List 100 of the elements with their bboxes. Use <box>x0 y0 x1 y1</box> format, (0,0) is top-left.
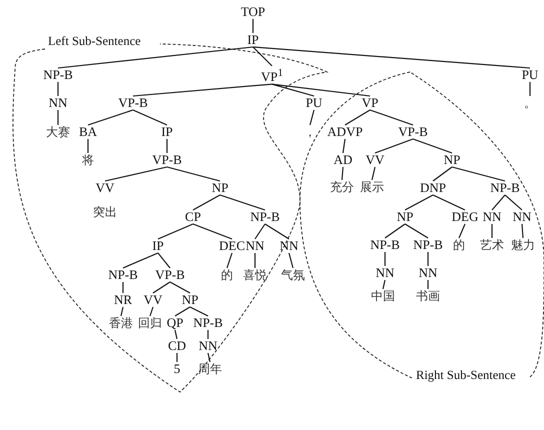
tree-branch <box>272 84 314 97</box>
tree-branch <box>132 84 272 97</box>
tree-branch <box>254 224 266 240</box>
word: 回归 <box>138 316 162 330</box>
tree-branch <box>149 306 154 316</box>
syntax-label: VP-B <box>398 125 428 139</box>
tree-branch <box>491 224 493 238</box>
tree-branch <box>492 194 506 210</box>
syntax-label: VP-B <box>155 268 185 282</box>
tree-branch <box>427 252 429 266</box>
region-label: Right Sub-Sentence <box>416 368 516 383</box>
tree-branch <box>226 252 233 268</box>
tree-branch <box>207 352 211 362</box>
tree-branch <box>342 138 346 154</box>
syntax-label: BA <box>78 125 98 139</box>
word: 的 <box>221 268 233 282</box>
tree-branch <box>57 110 59 125</box>
tree-branch <box>371 166 376 180</box>
syntax-label: NP-B <box>193 316 223 330</box>
syntax-label: CP <box>185 210 201 224</box>
syntax-label: NP-B <box>250 210 280 224</box>
syntax-label: NP-B <box>490 181 520 195</box>
syntax-label: NN <box>48 96 68 110</box>
tree-branch <box>87 139 89 153</box>
tree-branch <box>252 46 530 69</box>
syntax-label: NP-B <box>413 238 443 252</box>
tree-branch <box>158 224 194 240</box>
tree-branch <box>57 82 59 96</box>
syntax-label: VP$^{1}$ <box>260 66 284 84</box>
tree-branch <box>288 252 294 268</box>
syntax-label: NP-B <box>108 268 138 282</box>
tree-branch <box>404 194 434 210</box>
syntax-label: PU <box>522 68 538 82</box>
tree-branch <box>192 223 232 240</box>
word: 将 <box>82 153 94 167</box>
tree-branch <box>344 110 370 126</box>
word: 魅力 <box>511 238 535 252</box>
tree-branch <box>120 306 124 316</box>
tree-branch <box>427 280 429 289</box>
syntax-label: NN <box>280 239 298 253</box>
syntax-label: 5 <box>174 362 180 376</box>
syntax-label: NN <box>198 339 218 353</box>
word: 突出 <box>93 205 117 219</box>
syntax-label: DEG <box>452 210 478 224</box>
tree-branch <box>521 224 524 238</box>
tree-branch <box>88 109 134 126</box>
syntax-label: VV <box>366 153 384 167</box>
tree-branch <box>432 166 452 182</box>
tree-branch <box>122 252 158 268</box>
tree-branch <box>132 110 168 126</box>
word: 展示 <box>360 180 384 194</box>
tree-branch <box>404 224 428 238</box>
word: 气氛 <box>281 268 305 282</box>
tree-branch <box>190 306 208 316</box>
syntax-label: IP <box>247 33 259 47</box>
tree-branch <box>452 166 506 182</box>
syntax-label: VV <box>96 181 114 195</box>
syntax-label: DEC <box>219 239 245 253</box>
tree-branch <box>174 330 178 340</box>
syntax-label: IP <box>161 125 173 139</box>
word: 。 <box>524 96 536 110</box>
tree-branch <box>174 306 190 316</box>
syntax-label: NN <box>482 210 502 224</box>
tree-branch <box>166 166 220 182</box>
tree-branch <box>272 84 370 97</box>
tree-branch <box>254 253 256 268</box>
syntax-label: VP-B <box>152 153 182 167</box>
syntax-label: QP <box>166 316 184 330</box>
tree-branch <box>384 252 386 266</box>
syntax-label: VP-B <box>118 96 148 110</box>
syntax-label: NP <box>212 181 228 195</box>
syntax-label: NP <box>182 293 198 307</box>
word: 大赛 <box>46 125 70 139</box>
tree-branch <box>220 194 266 211</box>
tree-branch <box>104 166 168 182</box>
syntax-label: PU <box>306 96 322 110</box>
tree-branch <box>252 19 254 33</box>
tree-branch <box>529 82 531 96</box>
word: 香港 <box>109 316 133 330</box>
syntax-label: NN <box>376 266 394 280</box>
syntax-label: NN <box>246 239 264 253</box>
tree-branch <box>458 224 466 238</box>
tree-branch <box>370 109 414 126</box>
tree-branch <box>309 110 315 126</box>
tree-branch <box>170 282 190 294</box>
tree-branch <box>382 280 386 290</box>
syntax-label: VP <box>362 96 378 110</box>
word: 周年 <box>198 362 222 376</box>
syntax-label: TOP <box>240 5 266 19</box>
tree-branch <box>207 330 209 339</box>
syntax-label: NN <box>418 266 438 280</box>
tree-branch <box>166 139 168 153</box>
word: 的 <box>453 238 465 252</box>
syntax-label: NN <box>512 210 532 224</box>
tree-branch <box>374 138 414 154</box>
syntax-label: CD <box>168 339 186 353</box>
word: 艺术 <box>480 238 504 252</box>
syntax-label: AD <box>334 153 352 167</box>
syntax-label: NP <box>444 153 460 167</box>
tree-branch <box>252 46 272 66</box>
